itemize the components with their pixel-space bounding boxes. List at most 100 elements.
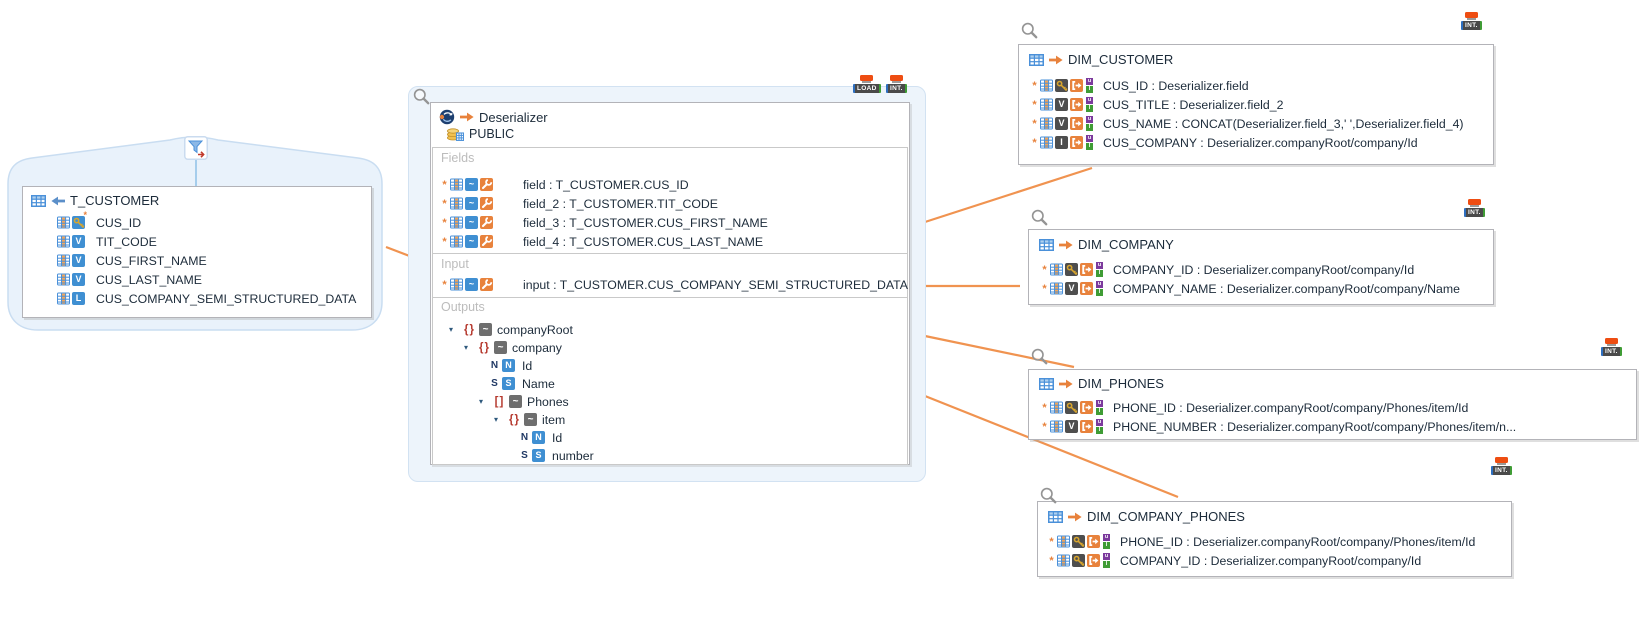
datatype-letter: S bbox=[491, 378, 498, 389]
field-row[interactable]: * ~ field_3 : T_CUSTOMER.CUS_FIRST_NAME bbox=[441, 214, 768, 231]
output-tree-row[interactable]: S S* number bbox=[519, 444, 594, 464]
int-km-badge: INT. bbox=[1464, 199, 1485, 217]
source-direction-arrow-icon bbox=[51, 196, 65, 206]
table-grid-icon bbox=[1039, 378, 1054, 390]
field-row[interactable]: * ~ field_4 : T_CUSTOMER.CUS_LAST_NAME bbox=[441, 233, 763, 250]
dim-company-title-row[interactable]: DIM_COMPANY bbox=[1039, 237, 1174, 252]
magnifier-icon[interactable] bbox=[1040, 487, 1057, 504]
column-row[interactable]: * CUS_ID bbox=[57, 211, 141, 231]
column-row[interactable]: V TIT_CODE bbox=[57, 233, 157, 250]
key-type-icon: * bbox=[1065, 258, 1080, 276]
string-type-icon: S* bbox=[502, 372, 517, 390]
table-column-icon bbox=[450, 235, 463, 248]
magnifier-icon[interactable] bbox=[1021, 22, 1038, 39]
target-export-icon bbox=[1080, 282, 1093, 295]
target-export-icon bbox=[1070, 117, 1083, 130]
output-tree-row[interactable]: ▾ {} ~* companyRoot bbox=[449, 318, 573, 338]
field-row[interactable]: * ~ field : T_CUSTOMER.CUS_ID bbox=[441, 176, 688, 193]
int-km-badge: INT. bbox=[1461, 12, 1482, 30]
fields-section-label: Fields bbox=[441, 151, 475, 165]
deserializer-panel[interactable]: Deserializer PUBLIC Fields * ~ field : T… bbox=[430, 102, 910, 465]
output-tree-row[interactable]: ▾ {} ~* item bbox=[494, 408, 566, 428]
wave-type-icon: ~ bbox=[465, 216, 478, 229]
key-type-icon bbox=[1072, 554, 1085, 567]
mandatory-star: * bbox=[1042, 263, 1047, 276]
wrench-expression-icon bbox=[480, 197, 493, 210]
source-datastore-t-customer[interactable]: T_CUSTOMER * CUS_ID V TIT_CODE V CUS_FIR… bbox=[22, 186, 372, 318]
schema-coins-icon bbox=[447, 127, 464, 141]
expand-arrow-icon[interactable]: ▾ bbox=[464, 343, 469, 352]
t-customer-title-row[interactable]: T_CUSTOMER bbox=[31, 193, 159, 208]
column-row[interactable]: V CUS_FIRST_NAME bbox=[57, 252, 207, 269]
mandatory-star: * bbox=[1042, 420, 1047, 433]
output-node-label: item bbox=[542, 412, 566, 427]
output-tree-row[interactable]: ▾ [] ~* Phones bbox=[479, 390, 569, 410]
table-column-icon bbox=[57, 273, 70, 286]
output-node-label: Phones bbox=[527, 394, 569, 409]
datastore-title: T_CUSTOMER bbox=[70, 193, 160, 208]
output-tree-row[interactable]: N N* Id bbox=[489, 354, 532, 374]
number-type-icon: N* bbox=[502, 354, 517, 372]
expand-arrow-icon[interactable]: ▾ bbox=[449, 325, 454, 334]
expand-arrow-icon[interactable]: ▾ bbox=[494, 415, 499, 424]
output-tree-row[interactable]: N N* Id bbox=[519, 426, 563, 446]
table-column-icon bbox=[450, 197, 463, 210]
table-column-icon bbox=[1050, 420, 1063, 433]
schema-row: PUBLIC bbox=[447, 127, 514, 141]
field-row[interactable]: * ~ field_2 : T_CUSTOMER.TIT_CODE bbox=[441, 195, 718, 212]
input-text: input : T_CUSTOMER.CUS_COMPANY_SEMI_STRU… bbox=[523, 277, 908, 292]
mandatory-star: * bbox=[442, 216, 447, 229]
deserializer-title-row[interactable]: Deserializer bbox=[439, 109, 548, 125]
column-name: CUS_FIRST_NAME bbox=[96, 253, 207, 268]
table-column-icon bbox=[57, 292, 70, 305]
datatype-letter: S bbox=[521, 450, 528, 461]
filter-icon[interactable] bbox=[184, 136, 208, 160]
magnifier-icon[interactable] bbox=[1031, 209, 1048, 226]
output-node-label: Id bbox=[552, 430, 563, 445]
component-title: Deserializer bbox=[479, 109, 548, 125]
dim-phones-title-row[interactable]: DIM_PHONES bbox=[1039, 376, 1164, 391]
km-pin-icon bbox=[1467, 199, 1481, 205]
column-row[interactable]: L CUS_COMPANY_SEMI_STRUCTURED_DATA bbox=[57, 290, 356, 307]
mandatory-star: * bbox=[442, 197, 447, 210]
mandatory-star: * bbox=[1032, 98, 1037, 111]
mandatory-star: * bbox=[442, 178, 447, 191]
dim-company-phones-title-row[interactable]: DIM_COMPANY_PHONES bbox=[1048, 509, 1245, 524]
output-tree-row[interactable]: S S* Name bbox=[489, 372, 555, 392]
magnifier-icon[interactable] bbox=[1031, 348, 1048, 365]
int-km-badge: INT. bbox=[1601, 338, 1622, 356]
table-column-icon bbox=[57, 235, 70, 248]
int-km-badge: INT. bbox=[1491, 457, 1512, 475]
varchar-type-icon: V bbox=[72, 235, 85, 248]
dim-customer-title-row[interactable]: DIM_CUSTOMER bbox=[1029, 52, 1173, 67]
target-export-icon bbox=[1087, 535, 1100, 548]
mapping-expression: CUS_ID : Deserializer.field bbox=[1103, 78, 1249, 93]
expand-arrow-icon[interactable]: ▾ bbox=[479, 397, 484, 406]
table-grid-icon bbox=[1039, 239, 1054, 251]
field-text: field_2 : T_CUSTOMER.TIT_CODE bbox=[523, 196, 718, 211]
output-tree-row[interactable]: ▾ {} ~* company bbox=[464, 336, 562, 356]
magnifier-icon[interactable] bbox=[413, 88, 430, 105]
table-column-icon bbox=[1050, 263, 1063, 276]
column-row[interactable]: V* CUS_LAST_NAME bbox=[57, 268, 202, 288]
input-row[interactable]: * ~ input : T_CUSTOMER.CUS_COMPANY_SEMI_… bbox=[441, 276, 908, 293]
schema-name: PUBLIC bbox=[469, 127, 515, 141]
wave-type-icon: ~ bbox=[465, 178, 478, 191]
deserializer-component-icon bbox=[439, 109, 455, 125]
